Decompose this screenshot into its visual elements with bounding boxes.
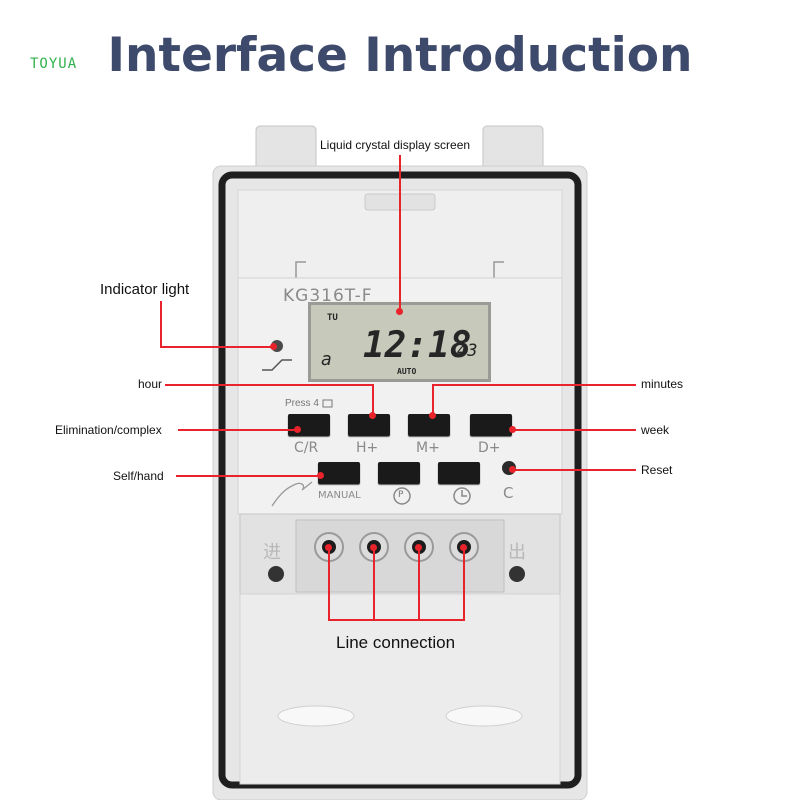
callout-terminal-4-line xyxy=(463,548,465,620)
program-button-label: P xyxy=(398,490,404,500)
callout-terminal-4-dot xyxy=(460,544,467,551)
lcd-program: a xyxy=(321,349,332,370)
callout-week-dot xyxy=(509,426,516,433)
callout-self-hand-line xyxy=(176,475,322,477)
hour-button-label: H+ xyxy=(356,440,379,456)
minute-button-label: M+ xyxy=(416,440,440,456)
callout-terminal-bus xyxy=(328,619,465,621)
callout-week-line xyxy=(512,429,636,431)
switch-symbol xyxy=(262,359,292,371)
output-mark: 出 xyxy=(508,542,526,563)
label-line-connection: Line connection xyxy=(336,633,456,652)
callout-minutes-hline xyxy=(432,384,636,386)
label-lcd-screen: Liquid crystal display screen xyxy=(320,138,471,152)
program-icon xyxy=(393,487,411,505)
brand-watermark: TOYUA xyxy=(30,56,78,72)
label-self-hand: Self/hand xyxy=(113,469,164,483)
day-button[interactable] xyxy=(470,414,512,436)
label-week: week xyxy=(641,423,670,437)
callout-hour-vline xyxy=(372,384,374,416)
callout-terminal-3-line xyxy=(418,548,420,620)
callout-terminal-2-dot xyxy=(370,544,377,551)
cable-entry-right xyxy=(445,705,523,727)
callout-minutes-vline xyxy=(432,384,434,416)
callout-terminal-3-dot xyxy=(415,544,422,551)
hand-icon xyxy=(271,481,313,507)
manual-button[interactable] xyxy=(318,462,360,484)
lcd-mode: AUTO xyxy=(397,367,417,376)
clock-icon xyxy=(453,487,471,505)
callout-terminal-2-line xyxy=(373,548,375,620)
callout-hour-dot xyxy=(369,412,376,419)
callout-elimination-dot xyxy=(294,426,301,433)
label-reset: Reset xyxy=(641,463,673,477)
callout-lcd-line xyxy=(399,155,401,312)
callout-hour-hline xyxy=(165,384,373,386)
callout-indicator-vline xyxy=(160,301,162,347)
hour-button[interactable] xyxy=(348,414,390,436)
minute-button[interactable] xyxy=(408,414,450,436)
press-label: Press 4 xyxy=(285,398,319,409)
label-hour: hour xyxy=(138,377,163,391)
label-elimination: Elimination/complex xyxy=(55,423,162,437)
callout-minutes-dot xyxy=(429,412,436,419)
input-mark: 进 xyxy=(263,542,281,563)
callout-elimination-line xyxy=(178,429,298,431)
callout-lcd-dot xyxy=(396,308,403,315)
mount-hole-left xyxy=(268,566,284,582)
manual-button-label: MANUAL xyxy=(318,490,361,501)
lcd-screen: TU 12:18 43 a AUTO xyxy=(308,302,491,382)
callout-reset-line xyxy=(512,469,636,471)
callout-indicator-hline xyxy=(160,346,272,348)
lcd-seconds: 43 xyxy=(457,341,478,361)
program-button[interactable] xyxy=(378,462,420,484)
callout-terminal-1-line xyxy=(328,548,330,620)
lock-icon xyxy=(322,399,333,408)
lcd-day: TU xyxy=(327,313,338,323)
page-title: Interface Introduction xyxy=(107,28,693,83)
cr-button[interactable] xyxy=(288,414,330,436)
callout-self-hand-dot xyxy=(317,472,324,479)
label-indicator-light: Indicator light xyxy=(100,281,190,298)
label-minutes: minutes xyxy=(641,377,684,391)
reset-button-label: C xyxy=(503,484,514,502)
day-button-label: D+ xyxy=(478,440,501,456)
callout-terminal-1-dot xyxy=(325,544,332,551)
callout-indicator-dot xyxy=(270,343,277,350)
model-label: KG316T-F xyxy=(283,286,373,306)
lcd-time: 12:18 xyxy=(363,325,472,366)
mount-hole-right xyxy=(509,566,525,582)
callout-reset-dot xyxy=(509,466,516,473)
cr-button-label: C/R xyxy=(294,440,319,456)
cable-entry-left xyxy=(277,705,355,727)
lower-body xyxy=(239,593,561,785)
clock-button[interactable] xyxy=(438,462,480,484)
